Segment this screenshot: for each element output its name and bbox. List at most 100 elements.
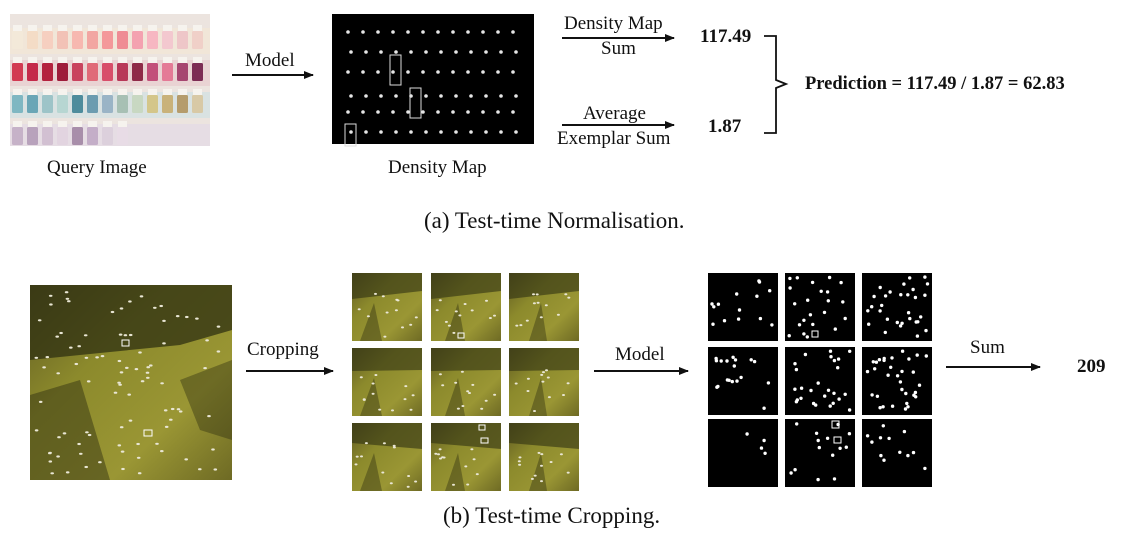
density-dot xyxy=(903,407,908,411)
sheep xyxy=(198,468,202,471)
density-dot xyxy=(736,317,741,321)
sheep xyxy=(382,442,386,445)
density-dot xyxy=(409,50,413,54)
sheep xyxy=(547,396,551,399)
brace xyxy=(764,35,789,134)
sheep xyxy=(452,483,455,486)
sheep xyxy=(359,376,363,379)
sheep xyxy=(121,467,125,471)
sheep xyxy=(195,317,199,320)
sheep xyxy=(87,433,92,437)
density-dot xyxy=(439,94,443,98)
sheep xyxy=(139,295,144,298)
density-map-a xyxy=(332,14,534,147)
sheep xyxy=(50,472,54,475)
sheep xyxy=(34,356,39,359)
density-dot xyxy=(908,316,912,321)
polish-bottle xyxy=(147,95,158,113)
density-dot xyxy=(916,320,920,324)
crop-tile xyxy=(352,273,422,341)
density-dot xyxy=(424,50,428,54)
sheep xyxy=(95,356,99,359)
density-dot xyxy=(496,110,500,114)
polish-cap xyxy=(88,89,97,95)
sheep xyxy=(205,339,209,342)
density-dot xyxy=(376,30,380,34)
density-dot xyxy=(454,50,458,54)
density-dot xyxy=(817,445,821,450)
density-dot xyxy=(890,404,895,408)
density-dot xyxy=(466,110,470,114)
density-dot xyxy=(762,438,766,443)
polish-cap xyxy=(43,57,52,63)
sheep xyxy=(77,345,81,348)
crop-shadow xyxy=(360,303,382,341)
sheep xyxy=(62,432,67,435)
polish-bottle xyxy=(42,95,53,113)
polish-bottle xyxy=(132,31,143,49)
polish-cap xyxy=(133,89,142,95)
sheep xyxy=(364,442,368,445)
sheep xyxy=(59,331,63,335)
polish-cap xyxy=(88,121,97,127)
density-dot xyxy=(795,422,799,426)
crop-tile xyxy=(352,423,422,491)
polish-bottle xyxy=(57,95,68,113)
sheep xyxy=(371,382,375,385)
sheep xyxy=(74,362,79,366)
density-dot xyxy=(735,292,739,296)
polish-bottle xyxy=(177,31,188,49)
sheep xyxy=(117,444,122,447)
crop-shadow xyxy=(431,273,501,299)
sheep xyxy=(447,324,451,327)
exemplar-box xyxy=(831,420,840,429)
crop-shadow xyxy=(509,423,579,449)
density-dot xyxy=(715,385,719,389)
sheep xyxy=(56,455,60,458)
density-grid xyxy=(708,273,932,487)
density-dot xyxy=(731,355,735,359)
sheep xyxy=(216,325,221,328)
sheep xyxy=(389,482,393,485)
sheep xyxy=(541,380,545,383)
sheep xyxy=(472,458,476,461)
sheep xyxy=(525,319,529,322)
density-dot xyxy=(906,453,910,458)
density-dot xyxy=(424,94,428,98)
polish-bottle xyxy=(192,31,203,49)
density-dot xyxy=(712,305,716,309)
polish-bottle xyxy=(177,63,188,81)
density-background xyxy=(785,419,855,487)
density-dot xyxy=(839,280,843,285)
sheep xyxy=(434,452,438,455)
density-dot xyxy=(866,309,870,313)
polish-bottle xyxy=(177,95,188,113)
density-dot xyxy=(793,387,797,391)
density-dot xyxy=(346,70,350,74)
polish-bottle xyxy=(57,31,68,49)
density-dot xyxy=(346,110,350,114)
density-dot xyxy=(913,390,918,395)
density-dot xyxy=(406,30,410,34)
density-dot xyxy=(730,379,734,384)
polish-cap xyxy=(13,57,22,63)
sheep xyxy=(79,452,83,455)
query-image-label: Query Image xyxy=(47,157,147,178)
sheep xyxy=(454,381,458,384)
density-background xyxy=(785,347,855,415)
density-dot xyxy=(391,30,395,34)
sheep xyxy=(517,460,521,463)
density-dot xyxy=(900,321,904,325)
density-dot xyxy=(848,349,852,353)
sheep xyxy=(42,366,46,369)
density-dot xyxy=(451,30,455,34)
density-dot xyxy=(825,436,830,440)
polish-cap xyxy=(163,25,172,31)
sheep xyxy=(117,381,121,384)
sheep xyxy=(537,451,541,454)
polish-cap xyxy=(73,25,82,31)
result-value: 209 xyxy=(1077,356,1106,377)
polish-cap xyxy=(73,121,82,127)
exemplar-box xyxy=(480,437,489,444)
sheep xyxy=(119,371,124,374)
